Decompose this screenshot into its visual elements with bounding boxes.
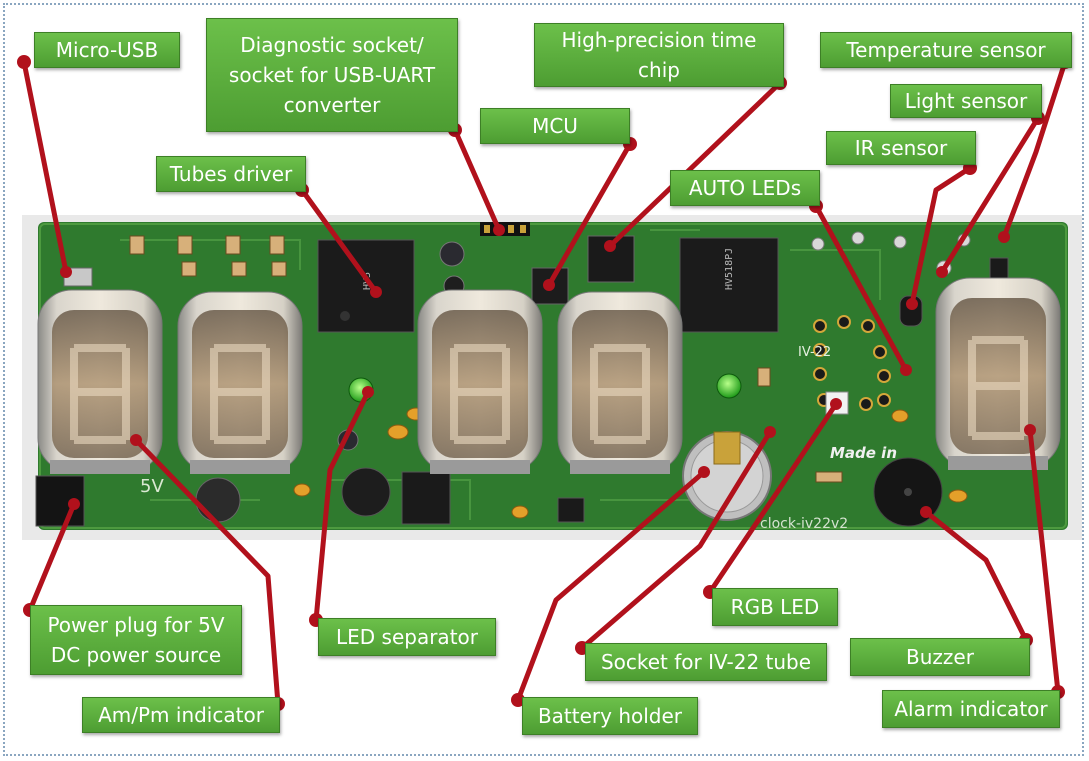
pointer-lines (21, 59, 1068, 707)
capacitor (195, 477, 241, 523)
label-temperature-sensor: Temperature sensor (820, 32, 1072, 68)
tube-1 (37, 289, 163, 474)
battery-holder (682, 431, 772, 521)
svg-text:Made in: Made in (830, 444, 897, 462)
diagnostic-header (480, 222, 530, 236)
pointer-diagnostic-socket (452, 127, 502, 233)
inductor (341, 467, 391, 517)
tube-4 (557, 291, 683, 474)
svg-text:HV518PJ: HV518PJ (724, 248, 735, 290)
pointer-rgb-led (707, 401, 839, 595)
pointer-led-separator (313, 389, 371, 623)
iv22-socket (813, 315, 891, 411)
label-light-sensor: Light sensor (890, 84, 1042, 118)
pointer-time-chip (607, 80, 783, 249)
label-micro-usb: Micro-USB (34, 32, 180, 68)
tube-5 (935, 277, 1061, 470)
label-alarm-indicator: Alarm indicator (882, 690, 1060, 728)
label-mcu: MCU (480, 108, 630, 144)
label-ir-sensor: IR sensor (826, 131, 976, 165)
pointer-endpoints (17, 55, 1072, 711)
pointer-ir-sensor (909, 165, 973, 307)
label-time-chip: High-precision time chip (534, 23, 784, 87)
svg-text:5V: 5V (140, 476, 164, 497)
pointer-am-pm (133, 437, 281, 707)
green-led-separator-2 (716, 373, 742, 399)
label-battery-holder: Battery holder (522, 697, 698, 735)
label-tubes-driver: Tubes driver (156, 156, 306, 192)
pointer-light-sensor (939, 115, 1041, 275)
label-am-pm-indicator: Am/Pm indicator (82, 697, 280, 733)
pointer-mcu (546, 141, 633, 288)
label-buzzer: Buzzer (850, 638, 1030, 676)
pointer-alarm-indicator (1027, 427, 1061, 695)
label-rgb-led: RGB LED (712, 588, 838, 626)
pointer-buzzer (923, 509, 1029, 643)
label-diagnostic-socket: Diagnostic socket/ socket for USB-UART c… (206, 18, 458, 132)
svg-text:clock-iv22v2: clock-iv22v2 (760, 516, 848, 532)
pointer-iv22-socket (579, 429, 773, 651)
pointer-tubes-driver (299, 187, 379, 295)
small-dip-chip (401, 471, 451, 525)
label-power-plug: Power plug for 5V DC power source (30, 605, 242, 675)
pointer-micro-usb (21, 59, 69, 275)
pointer-auto-leds (813, 203, 909, 373)
tubes-driver-chip: HV5 (317, 239, 415, 333)
pointer-temperature-sensor (1001, 59, 1068, 240)
temperature-sensor-body (989, 257, 1009, 281)
tube-2 (177, 291, 303, 474)
label-auto-leds: AUTO LEDs (670, 170, 820, 206)
pointer-battery-holder (515, 469, 707, 703)
label-led-separator: LED separator (318, 618, 496, 656)
resistor-row (129, 235, 843, 483)
tube-3 (417, 289, 543, 474)
pointer-power-plug (27, 501, 77, 613)
label-iv22-socket: Socket for IV-22 tube (585, 643, 827, 681)
tubes-driver-chip-2: HV518PJ (679, 237, 779, 333)
svg-text:IV-22: IV-22 (798, 345, 831, 360)
